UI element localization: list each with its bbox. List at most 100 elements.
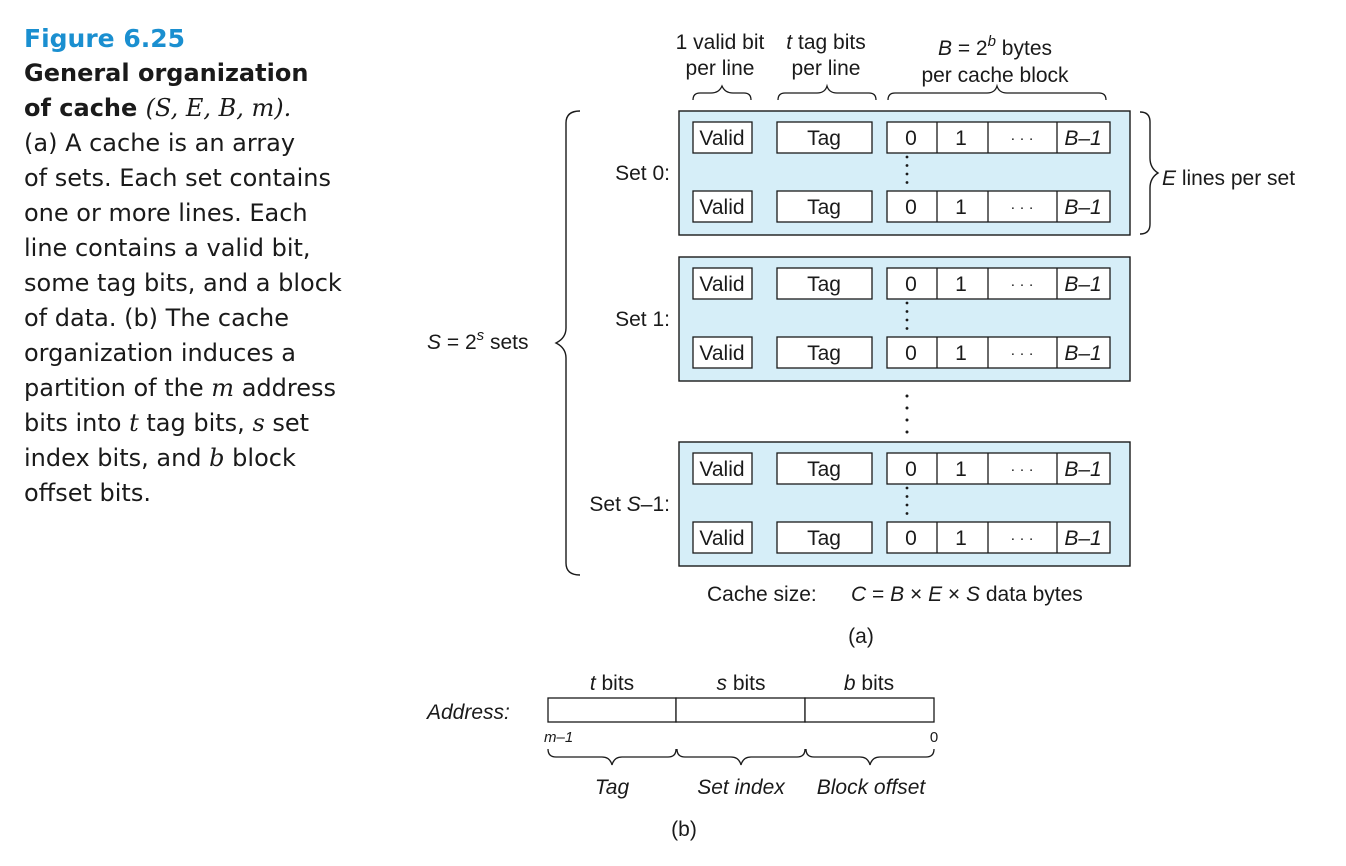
- byte-1-label: 1: [955, 458, 967, 481]
- tag-label: Tag: [807, 527, 841, 550]
- valid-label: Valid: [699, 527, 744, 550]
- title-params: (S, E, B, m).: [145, 94, 292, 122]
- body-line: partition of the: [24, 374, 204, 402]
- tag-label: Tag: [807, 458, 841, 481]
- block-cells: [886, 452, 1111, 485]
- body-line: organization induces a: [24, 339, 296, 367]
- body-line: bits into: [24, 409, 122, 437]
- body-line: line contains a valid bit,: [24, 234, 311, 262]
- address-field-set: [675, 697, 806, 723]
- valid-label: Valid: [699, 196, 744, 219]
- figure-body: (a) A cache is an array of sets. Each se…: [24, 126, 364, 511]
- field-t-bits: t bits: [590, 672, 634, 695]
- tag-cell: [776, 521, 873, 554]
- header-tag-line1: t tag bits: [786, 31, 865, 54]
- brace-field-offset: [805, 748, 935, 766]
- byte-dots-label: · · ·: [1010, 530, 1033, 547]
- title-line2: of cache: [24, 94, 138, 122]
- valid-cell: [692, 452, 753, 485]
- block-cells: [886, 521, 1111, 554]
- brace-valid: [692, 84, 752, 101]
- body-line: of data. (b) The cache: [24, 304, 290, 332]
- lines-ellipsis: [905, 327, 909, 330]
- title-line1: General organization: [24, 59, 309, 87]
- field-s-bits: s bits: [716, 672, 765, 695]
- lines-ellipsis: [905, 495, 909, 498]
- byte-1-label: 1: [955, 273, 967, 296]
- set-label: Set S–1:: [589, 493, 670, 516]
- header-block-line1: B = 2b bytes: [938, 33, 1052, 60]
- tag-cell: [776, 267, 873, 300]
- s-sets-label: S = 2s sets: [427, 327, 529, 354]
- msb-label: m–1: [544, 729, 573, 746]
- byte-last-label: B–1: [1064, 273, 1101, 296]
- block-cells: [886, 267, 1111, 300]
- brace-tag: [777, 83, 877, 101]
- byte-dots-label: · · ·: [1010, 276, 1033, 293]
- field-set-index-label: Set index: [697, 776, 786, 799]
- byte-0-label: 0: [905, 196, 917, 219]
- byte-0-label: 0: [905, 458, 917, 481]
- body-line: address: [241, 374, 336, 402]
- header-valid-line2: per line: [686, 57, 755, 80]
- valid-cell: [692, 121, 753, 154]
- body-var: b: [209, 444, 225, 472]
- byte-0-label: 0: [905, 273, 917, 296]
- lines-ellipsis: [905, 181, 909, 184]
- address-label: Address:: [425, 701, 510, 724]
- byte-1-label: 1: [955, 196, 967, 219]
- byte-last-label: B–1: [1064, 127, 1101, 150]
- tag-cell: [776, 452, 873, 485]
- lines-ellipsis: [905, 310, 909, 313]
- cache-size-formula: C = B × E × S data bytes: [851, 583, 1083, 606]
- header-block-line2: per cache block: [921, 64, 1069, 87]
- tag-label: Tag: [807, 196, 841, 219]
- sets-ellipsis: [905, 394, 909, 434]
- header-tag-line2: per line: [792, 57, 861, 80]
- body-line: block: [232, 444, 296, 472]
- address-field-tag: [547, 697, 677, 723]
- byte-last-label: B–1: [1064, 342, 1101, 365]
- block-cells: [886, 190, 1111, 223]
- brace-s-sets: [554, 110, 581, 576]
- body-var: s: [252, 409, 265, 437]
- tag-cell: [776, 336, 873, 369]
- byte-0-label: 0: [905, 127, 917, 150]
- byte-1-label: 1: [955, 127, 967, 150]
- figure-caption: Figure 6.25 General organization of cach…: [24, 22, 364, 511]
- byte-dots-label: · · ·: [1010, 130, 1033, 147]
- byte-dots-label: · · ·: [1010, 199, 1033, 216]
- body-line: offset bits.: [24, 479, 151, 507]
- address-field-offset: [804, 697, 935, 723]
- header-valid-line1: 1 valid bit: [676, 31, 765, 54]
- byte-0-label: 0: [905, 527, 917, 550]
- field-b-bits: b bits: [844, 672, 894, 695]
- body-var: m: [211, 374, 235, 402]
- brace-field-tag: [547, 748, 677, 766]
- byte-1-label: 1: [955, 342, 967, 365]
- valid-label: Valid: [699, 458, 744, 481]
- tag-label: Tag: [807, 342, 841, 365]
- field-block-offset-label: Block offset: [817, 776, 927, 799]
- valid-label: Valid: [699, 342, 744, 365]
- lines-ellipsis: [905, 503, 909, 507]
- tag-cell: [776, 190, 873, 223]
- body-line: of sets. Each set contains: [24, 164, 332, 192]
- lines-ellipsis: [905, 318, 909, 322]
- sublabel-a: (a): [848, 625, 874, 648]
- valid-cell: [692, 267, 753, 300]
- lines-ellipsis: [905, 172, 909, 176]
- lines-ellipsis: [905, 164, 909, 167]
- lsb-label: 0: [930, 729, 938, 746]
- cache-size-label: Cache size:: [707, 583, 817, 606]
- byte-0-label: 0: [905, 342, 917, 365]
- byte-last-label: B–1: [1064, 196, 1101, 219]
- block-cells: [886, 336, 1111, 369]
- brace-field-set: [676, 748, 806, 766]
- body-line: tag bits,: [146, 409, 245, 437]
- body-line: some tag bits, and a block: [24, 269, 342, 297]
- body-line: (a) A cache is an array: [24, 129, 296, 157]
- figure-title: General organization of cache (S, E, B, …: [24, 56, 364, 126]
